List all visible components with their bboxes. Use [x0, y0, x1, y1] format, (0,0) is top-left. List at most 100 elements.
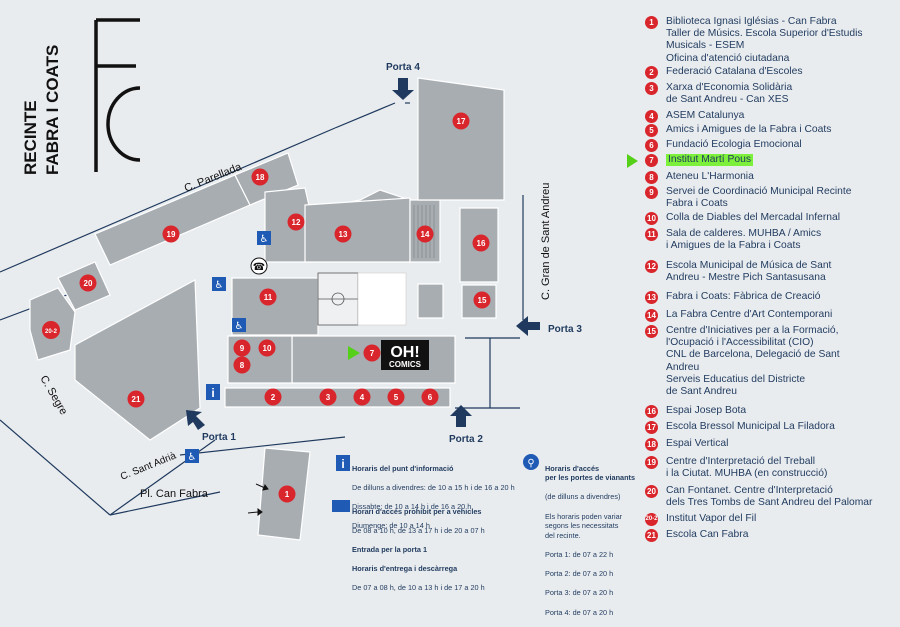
- truck-icon: [332, 500, 350, 512]
- vehicle-line1: De 08 a 10 h, de 13 a 17 h i de 20 a 07 …: [352, 525, 485, 535]
- pedestrian-row: Porta 4: de 07 a 20 h: [545, 607, 614, 617]
- svg-text:♿: ♿: [215, 280, 224, 291]
- pedestrian-row: Porta 1: de 07 a 22 h: [545, 549, 614, 559]
- marker-8: [233, 356, 251, 374]
- marker-label-18: 18: [256, 173, 265, 182]
- marker-7: [363, 344, 381, 362]
- street-gran-sant-andreu: C. Gran de Sant Andreu: [540, 183, 552, 300]
- legend-marker: 8: [645, 171, 658, 184]
- brand-line1: RECINTE: [21, 100, 40, 175]
- marker-label-9: 9: [240, 344, 245, 353]
- marker-label-2: 2: [271, 393, 276, 402]
- gate-2-label: Porta 2: [449, 434, 483, 445]
- legend-text: Institut Martí Pous: [666, 154, 753, 167]
- marker-4: [353, 388, 371, 406]
- legend-marker: 12: [645, 260, 658, 273]
- gate-1-arrow: [186, 410, 205, 430]
- buildings: [29, 77, 505, 541]
- info-point-weekdays: De dilluns a divendres: de 10 a 15 h i d…: [352, 482, 515, 492]
- marker-label-4: 4: [360, 393, 365, 402]
- entrance-arrows: [247, 483, 269, 516]
- legend-marker: 6: [645, 139, 658, 152]
- legend-text: Xarxa d'Economia Solidària de Sant Andre…: [666, 82, 793, 106]
- legend-text: Servei de Coordinació Municipal Recinte …: [666, 186, 852, 210]
- legend-highlight-arrow: [627, 154, 638, 168]
- marker-21: [127, 390, 145, 408]
- building-shed: [417, 283, 444, 319]
- legend-text: Fundació Ecologia Emocional: [666, 139, 802, 150]
- vehicle-hours: Horari d'accés prohibit per a vehicles D…: [352, 497, 527, 603]
- marker-label-3: 3: [326, 393, 331, 402]
- legend-text: Colla de Diables del Mercadal Infernal: [666, 212, 840, 223]
- legend-text: Centre d'Iniciatives per a la Formació, …: [666, 325, 840, 398]
- marker-14: [416, 225, 434, 243]
- gate-arrows: [186, 78, 540, 430]
- legend-marker: 4: [645, 110, 658, 123]
- legend-marker: 11: [645, 228, 658, 241]
- marker-label-11: 11: [264, 293, 273, 302]
- svg-text:☎: ☎: [253, 262, 265, 273]
- marker-label-10: 10: [263, 344, 272, 353]
- legend-marker: 14: [645, 309, 658, 322]
- marker-label-1: 1: [285, 490, 290, 499]
- info-point-title: Horaris del punt d'informació: [352, 463, 454, 473]
- legend-text: Sala de calderes. MUHBA / Amics i Amigue…: [666, 228, 822, 252]
- building-11: [231, 277, 319, 336]
- marker-9: [233, 339, 251, 357]
- svg-text:⚲: ⚲: [527, 458, 534, 469]
- accessible-icon: [212, 277, 226, 291]
- accessible-icon: [185, 449, 199, 463]
- legend-marker: 15: [645, 325, 658, 338]
- marker-18: [251, 168, 269, 186]
- ohcomics-line2: COMICS: [389, 360, 422, 369]
- legend-text: Centre d'Interpretació del Treball i la …: [666, 456, 828, 480]
- svg-text:i: i: [341, 457, 344, 471]
- info-hours-icon: [336, 455, 350, 471]
- marker-label-19: 19: [167, 230, 176, 239]
- legend-marker: 17: [645, 421, 658, 434]
- legend-marker: 13: [645, 291, 658, 304]
- marker-20-2: [42, 321, 60, 339]
- legend-marker: 3: [645, 82, 658, 95]
- marker-13: [334, 225, 352, 243]
- legend-marker: 21: [645, 529, 658, 542]
- marker-1: [278, 485, 296, 503]
- brand-line2: FABRA I COATS: [43, 45, 62, 175]
- marker-label-16: 16: [477, 239, 486, 248]
- legend-text: Escola Can Fabra: [666, 529, 749, 540]
- svg-text:♿: ♿: [235, 321, 244, 332]
- svg-text:♿: ♿: [260, 234, 269, 245]
- info-point-sunday: Diumenge: de 10 a 14 h: [352, 521, 430, 531]
- marker-3: [319, 388, 337, 406]
- pedestrian-row: Porta 3: de 07 a 20 h: [545, 588, 614, 598]
- legend-marker: 20-2: [645, 513, 658, 526]
- building-13: [304, 197, 411, 263]
- accessible-icon: [232, 318, 246, 332]
- street-pl-can-fabra: Pl. Can Fabra: [140, 488, 209, 500]
- legend-text: ASEM Catalunya: [666, 110, 745, 121]
- marker-12: [287, 213, 305, 231]
- marker-label-5: 5: [394, 393, 399, 402]
- svg-text:♿: ♿: [188, 452, 197, 463]
- pedestrian-row: Porta 2: de 07 a 20 h: [545, 569, 614, 579]
- legend-text: Escola Municipal de Música de Sant Andre…: [666, 260, 832, 284]
- basketball-court: [317, 272, 359, 326]
- vehicle-title3: Horaris d'entrega i descàrrega: [352, 564, 458, 574]
- campus-map: RECINTE FABRA I COATS C. Parellada C. Gr…: [0, 18, 582, 541]
- legend-marker: 5: [645, 124, 658, 137]
- building-17: [417, 77, 505, 201]
- street-lines: [0, 102, 524, 516]
- courtyard: [357, 272, 407, 326]
- info-point-saturday: Dissabte: de 10 a 14 h i de 16 a 20 h: [352, 501, 472, 511]
- pedestrian-icon: [523, 454, 539, 470]
- brand-logo: [94, 18, 141, 172]
- marker-2: [264, 388, 282, 406]
- legend-text: Can Fontanet. Centre d'Interpretació del…: [666, 485, 873, 509]
- marker-label-12: 12: [292, 218, 301, 227]
- marker-5: [387, 388, 405, 406]
- pedestrian-subtitle: (de dilluns a divendres): [545, 492, 621, 502]
- marker-label-14: 14: [421, 230, 430, 239]
- legend-text: Espai Josep Bota: [666, 405, 747, 416]
- marker-label-20-2: 20-2: [45, 329, 58, 335]
- marker-label-13: 13: [339, 230, 348, 239]
